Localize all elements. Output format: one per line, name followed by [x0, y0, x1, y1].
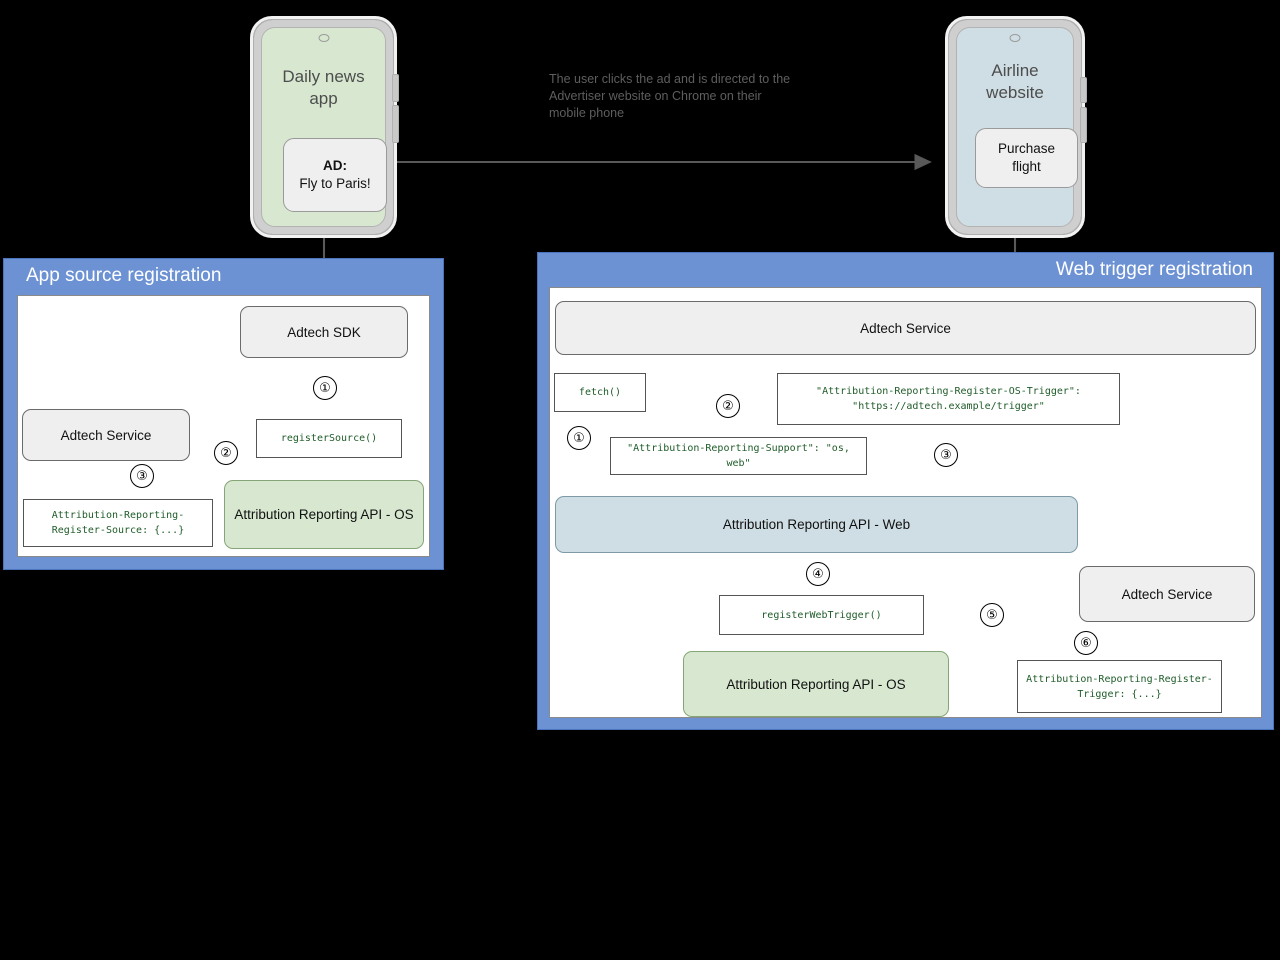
step-marker-web-4: ④: [806, 562, 830, 586]
code-register-web-trigger: registerWebTrigger(): [719, 595, 924, 635]
phone-right-side-button-bottom: [1080, 107, 1087, 143]
step-marker-web-1: ①: [567, 426, 591, 450]
step-marker-web-6: ⑥: [1074, 631, 1098, 655]
step-marker-app-1: ①: [313, 376, 337, 400]
code-os-trigger-header: "Attribution-Reporting-Register-OS-Trigg…: [777, 373, 1120, 425]
purchase-flight-line2: flight: [1012, 159, 1041, 174]
code-support-header: "Attribution-Reporting-Support": "os, we…: [610, 437, 867, 475]
node-adtech-sdk[interactable]: Adtech SDK: [240, 306, 408, 358]
code-fetch: fetch(): [554, 373, 646, 412]
phone-right: Airline website Purchase flight: [945, 16, 1087, 238]
phone-left: Daily news app AD: Fly to Paris!: [250, 16, 399, 238]
ad-card[interactable]: AD: Fly to Paris!: [283, 138, 387, 212]
purchase-flight-card[interactable]: Purchase flight: [975, 128, 1078, 188]
node-attribution-api-os-app[interactable]: Attribution Reporting API - OS: [224, 480, 424, 549]
node-attribution-api-os-web[interactable]: Attribution Reporting API - OS: [683, 651, 949, 717]
ad-card-text: Fly to Paris!: [299, 176, 371, 191]
web-trigger-registration-title: Web trigger registration: [1055, 259, 1253, 280]
ad-card-label: AD:: [323, 158, 347, 174]
click-flow-note: The user clicks the ad and is directed t…: [549, 72, 791, 120]
step-marker-web-2: ②: [716, 394, 740, 418]
phone-left-camera-icon: [318, 34, 329, 42]
phone-left-screen: Daily news app AD: Fly to Paris!: [261, 27, 387, 227]
node-adtech-service-web-top[interactable]: Adtech Service: [555, 301, 1256, 355]
code-register-source-header: Attribution-Reporting-Register-Source: {…: [23, 499, 213, 547]
step-marker-web-5: ⑤: [980, 603, 1004, 627]
phone-right-title: Airline website: [986, 61, 1044, 102]
phone-left-side-button-top: [392, 74, 399, 102]
code-register-trigger-header: Attribution-Reporting-Register-Trigger: …: [1017, 660, 1222, 713]
app-source-registration-title: App source registration: [26, 265, 222, 286]
phone-right-screen: Airline website Purchase flight: [956, 27, 1078, 227]
node-attribution-api-web[interactable]: Attribution Reporting API - Web: [555, 496, 1078, 553]
step-marker-app-2: ②: [214, 441, 238, 465]
phone-left-title: Daily news app: [282, 67, 365, 108]
purchase-flight-line1: Purchase: [997, 141, 1056, 157]
step-marker-web-3: ③: [934, 443, 958, 467]
node-adtech-service-app[interactable]: Adtech Service: [22, 409, 190, 461]
phone-right-side-button-top: [1080, 77, 1087, 103]
phone-right-camera-icon: [1009, 34, 1021, 42]
node-adtech-service-web-bottom[interactable]: Adtech Service: [1079, 566, 1255, 622]
code-register-source: registerSource(): [256, 419, 402, 458]
phone-left-side-button-bottom: [392, 105, 399, 143]
step-marker-app-3: ③: [130, 464, 154, 488]
